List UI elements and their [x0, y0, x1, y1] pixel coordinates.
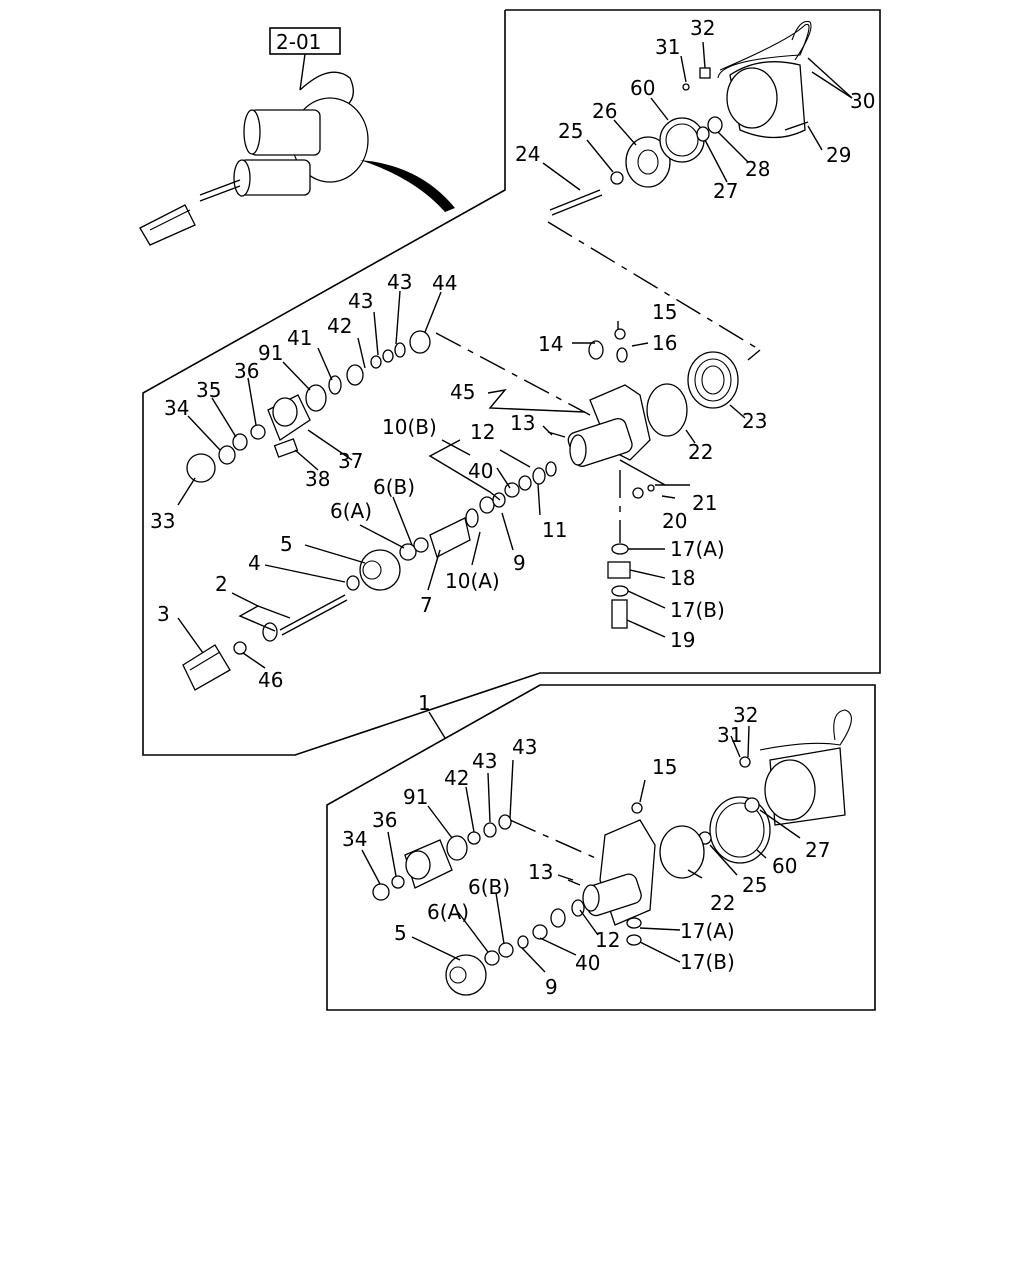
reference-arrow	[360, 160, 455, 212]
label-10a: 10(A)	[445, 569, 500, 593]
label-42: 42	[327, 314, 352, 338]
label-17a: 17(A)	[670, 537, 725, 561]
label-44: 44	[432, 271, 457, 295]
label-6a: 6(A)	[330, 499, 372, 523]
label-27: 27	[713, 179, 738, 203]
label-26: 26	[592, 99, 617, 123]
svg-text:2-01: 2-01	[276, 30, 321, 54]
label-16: 16	[652, 331, 677, 355]
label-9: 9	[513, 551, 526, 575]
label-10b: 10(B)	[382, 415, 437, 439]
label-33: 33	[150, 509, 175, 533]
label-32: 32	[690, 16, 715, 40]
left-cap-parts	[186, 330, 431, 483]
label-43: 43	[387, 270, 412, 294]
label-28: 28	[745, 157, 770, 181]
label-6b: 6(B)	[373, 475, 415, 499]
label-4: 4	[248, 551, 261, 575]
diaphragm-parts-24-28	[549, 83, 809, 216]
label-30: 30	[850, 89, 875, 113]
label-38: 38	[305, 467, 330, 491]
label-b32: 32	[733, 703, 758, 727]
lower-frame	[326, 684, 876, 1011]
label-17b: 17(B)	[670, 598, 725, 622]
motor-housing-part-30	[699, 20, 812, 139]
label-31: 31	[655, 35, 680, 59]
label-36: 36	[234, 359, 259, 383]
label-12: 12	[470, 420, 495, 444]
leader-lines	[177, 41, 853, 973]
label-22: 22	[688, 440, 713, 464]
label-b17a: 17(A)	[680, 919, 735, 943]
label-b34: 34	[342, 827, 367, 851]
label-2: 2	[215, 572, 228, 596]
part-labels-upper: 32 31 60 26 25 24 30 29 28 27 43 44 43 1…	[150, 16, 875, 692]
label-b42: 42	[444, 766, 469, 790]
label-b25: 25	[742, 873, 767, 897]
label-43b: 43	[348, 289, 373, 313]
label-b13: 13	[528, 860, 553, 884]
label-14: 14	[538, 332, 563, 356]
label-25: 25	[558, 119, 583, 143]
valve-body-parts	[567, 328, 739, 629]
label-29: 29	[826, 143, 851, 167]
label-b6b: 6(B)	[468, 875, 510, 899]
label-5: 5	[280, 532, 293, 556]
label-41: 41	[287, 326, 312, 350]
label-b36: 36	[372, 808, 397, 832]
label-46: 46	[258, 668, 283, 692]
label-b17b: 17(B)	[680, 950, 735, 974]
label-b60: 60	[772, 854, 797, 878]
label-b40: 40	[575, 951, 600, 975]
piston-and-rod-parts	[182, 431, 566, 691]
label-35: 35	[196, 378, 221, 402]
label-21: 21	[692, 491, 717, 515]
lower-kit-parts	[372, 709, 852, 996]
label-19: 19	[670, 628, 695, 652]
label-18: 18	[670, 566, 695, 590]
label-34: 34	[164, 396, 189, 420]
label-b9: 9	[545, 975, 558, 999]
label-11: 11	[542, 518, 567, 542]
label-15: 15	[652, 300, 677, 324]
label-60: 60	[630, 76, 655, 100]
label-b22: 22	[710, 891, 735, 915]
label-b15: 15	[652, 755, 677, 779]
label-b43a: 43	[512, 735, 537, 759]
label-b5: 5	[394, 921, 407, 945]
label-1: 1	[418, 691, 431, 715]
reference-box: 2-01	[269, 27, 341, 91]
label-b27: 27	[805, 838, 830, 862]
label-40: 40	[468, 459, 493, 483]
main-frame	[142, 9, 881, 756]
label-20: 20	[662, 509, 687, 533]
dash-center-lines	[435, 221, 761, 861]
label-13: 13	[510, 411, 535, 435]
label-7: 7	[420, 593, 433, 617]
label-b6a: 6(A)	[427, 900, 469, 924]
assembled-booster-illustration	[139, 71, 455, 246]
label-37: 37	[338, 449, 363, 473]
label-b12: 12	[595, 928, 620, 952]
label-91: 91	[258, 341, 283, 365]
part-labels-lower: 1 32 31 43 15 43 42 91 36 34 27 60 13 25…	[342, 691, 830, 999]
label-23: 23	[742, 409, 767, 433]
label-b43: 43	[472, 749, 497, 773]
label-3: 3	[157, 602, 170, 626]
label-b91: 91	[403, 785, 428, 809]
label-45: 45	[450, 380, 475, 404]
label-b31: 31	[717, 723, 742, 747]
label-24: 24	[515, 142, 540, 166]
